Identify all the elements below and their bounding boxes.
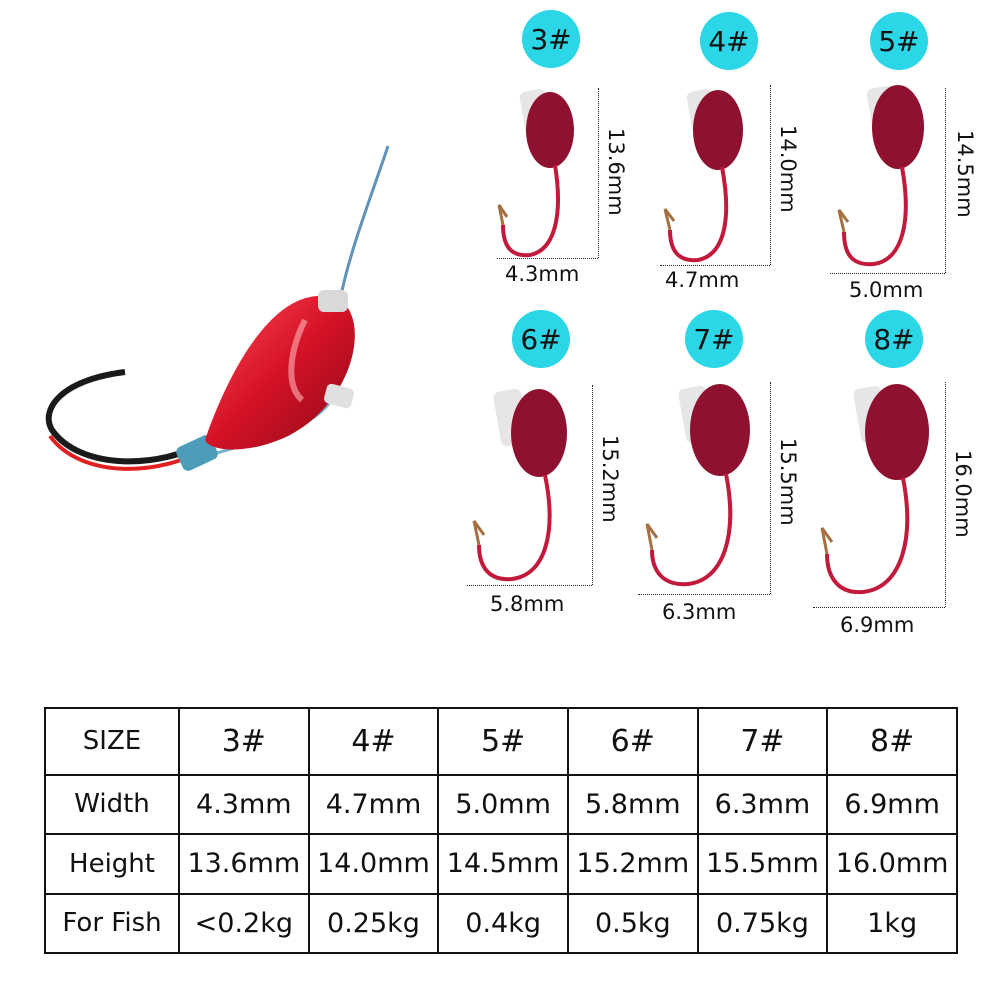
table-header-cell: 6# [566, 707, 699, 776]
table-header-row: SIZE 3# 4# 5# 6# 7# 8# [44, 707, 958, 776]
jig-icon [663, 89, 743, 263]
size-badge: 8# [865, 310, 923, 368]
size-badge: 3# [522, 10, 580, 68]
hero-jig-image [40, 140, 400, 520]
table-cell: 0.75kg [696, 892, 829, 955]
jig-icon [645, 384, 750, 587]
height-label: 15.5mm [776, 438, 800, 526]
size-badge: 4# [700, 12, 758, 70]
height-dimension-line [945, 382, 946, 607]
variant-7: 7# 15.5mm 6.3mm [635, 310, 815, 624]
width-dimension-line [813, 607, 945, 608]
table-header-cell: 7# [696, 707, 829, 776]
size-badge: 7# [685, 310, 743, 368]
jig-icon [497, 89, 574, 258]
width-dimension-line [638, 594, 770, 595]
table-cell: 0.5kg [566, 892, 699, 955]
height-dimension-line [770, 85, 771, 265]
row-label: For Fish [44, 892, 180, 955]
table-cell: 1kg [826, 892, 958, 955]
height-dimension-line [598, 88, 599, 258]
row-label: Width [44, 773, 180, 836]
width-dimension-line [830, 273, 945, 274]
width-label: 6.9mm [840, 613, 915, 637]
height-label: 13.6mm [604, 128, 628, 216]
width-label: 5.8mm [490, 592, 565, 616]
table-cell: 4.3mm [178, 773, 310, 836]
table-row-for-fish: For Fish <0.2kg 0.25kg 0.4kg 0.5kg 0.75k… [44, 892, 958, 955]
width-dimension-line [660, 265, 770, 266]
jig-icon [837, 85, 924, 267]
table-cell: 15.5mm [696, 833, 829, 895]
hero-jig-icon [45, 145, 390, 471]
table-header-cell: 4# [307, 707, 440, 776]
table-cell: 5.0mm [437, 773, 569, 836]
size-badge: 5# [870, 12, 928, 70]
height-label: 14.5mm [953, 130, 977, 218]
table-header-label: SIZE [44, 707, 180, 776]
width-label: 4.3mm [505, 262, 580, 286]
size-badge: 6# [512, 310, 570, 368]
height-label: 14.0mm [776, 125, 800, 213]
variant-6: 6# 15.2mm 5.8mm [462, 310, 642, 616]
table-row-height: Height 13.6mm 14.0mm 14.5mm 15.2mm 15.5m… [44, 833, 958, 895]
width-label: 5.0mm [849, 278, 924, 302]
height-dimension-line [592, 385, 593, 585]
table-cell: 13.6mm [178, 833, 310, 895]
table-header-cell: 5# [437, 707, 569, 776]
table-cell: 14.5mm [437, 833, 569, 895]
table-header-cell: 8# [826, 707, 958, 776]
height-label: 16.0mm [951, 450, 975, 538]
width-dimension-line [497, 258, 598, 259]
width-dimension-line [467, 585, 592, 586]
table-cell: 4.7mm [307, 773, 440, 836]
table-cell: 6.3mm [696, 773, 829, 836]
variant-4: 4# 14.0mm 4.7mm [660, 10, 840, 300]
table-row-width: Width 4.3mm 4.7mm 5.0mm 5.8mm 6.3mm 6.9m… [44, 773, 958, 836]
table-cell: 5.8mm [566, 773, 699, 836]
table-cell: 0.25kg [307, 892, 440, 955]
table-cell: 0.4kg [437, 892, 569, 955]
height-dimension-line [770, 382, 771, 594]
height-dimension-line [945, 88, 946, 273]
table-header-cell: 3# [178, 707, 310, 776]
table-cell: 15.2mm [566, 833, 699, 895]
width-label: 6.3mm [662, 600, 737, 624]
variant-5: 5# 14.5mm 5.0mm [825, 10, 1001, 302]
jig-icon [820, 384, 929, 595]
row-label: Height [44, 833, 180, 895]
variant-3: 3# 13.6mm 4.3mm [495, 10, 675, 300]
jig-icon [472, 388, 567, 582]
size-spec-table: SIZE 3# 4# 5# 6# 7# 8# Width 4.3mm 4.7mm… [44, 707, 958, 955]
table-cell: 14.0mm [307, 833, 440, 895]
table-cell: <0.2kg [178, 892, 310, 955]
variant-8: 8# 16.0mm 6.9mm [810, 310, 990, 637]
table-cell: 6.9mm [826, 773, 958, 836]
width-label: 4.7mm [665, 268, 740, 292]
height-label: 15.2mm [598, 435, 622, 523]
table-cell: 16.0mm [826, 833, 958, 895]
